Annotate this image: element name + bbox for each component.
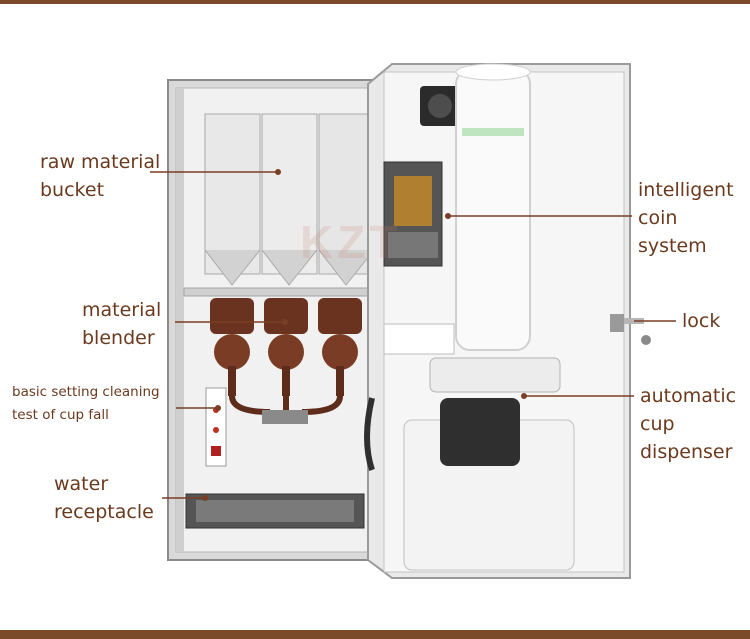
label-automatic-cup-dispenser: automatic cup dispenser	[640, 385, 737, 463]
cup-dispenser-tube	[455, 63, 531, 351]
label-basic-setting: basic setting cleaning test of cup fall	[12, 384, 160, 423]
label-raw-material-bucket: raw material bucket	[40, 151, 161, 201]
leader-dots	[202, 169, 527, 501]
leader-lines	[150, 171, 676, 499]
label-material-blender: material blender	[82, 299, 162, 349]
coin-system-unit	[383, 161, 443, 267]
water-receptacle-tray	[185, 493, 365, 529]
label-lock: lock	[682, 310, 721, 332]
top-border-bar	[0, 0, 750, 4]
label-intelligent-coin-system: intelligent coin system	[638, 179, 734, 257]
bottom-border-bar	[0, 630, 750, 639]
material-blenders	[210, 298, 362, 424]
cup-dispenser-base	[364, 323, 575, 571]
cabinet-rail	[176, 88, 184, 552]
label-water-receptacle: water receptacle	[54, 473, 154, 523]
watermark: KZT	[300, 216, 402, 268]
raw-material-buckets	[204, 113, 375, 286]
control-panel	[205, 387, 227, 467]
